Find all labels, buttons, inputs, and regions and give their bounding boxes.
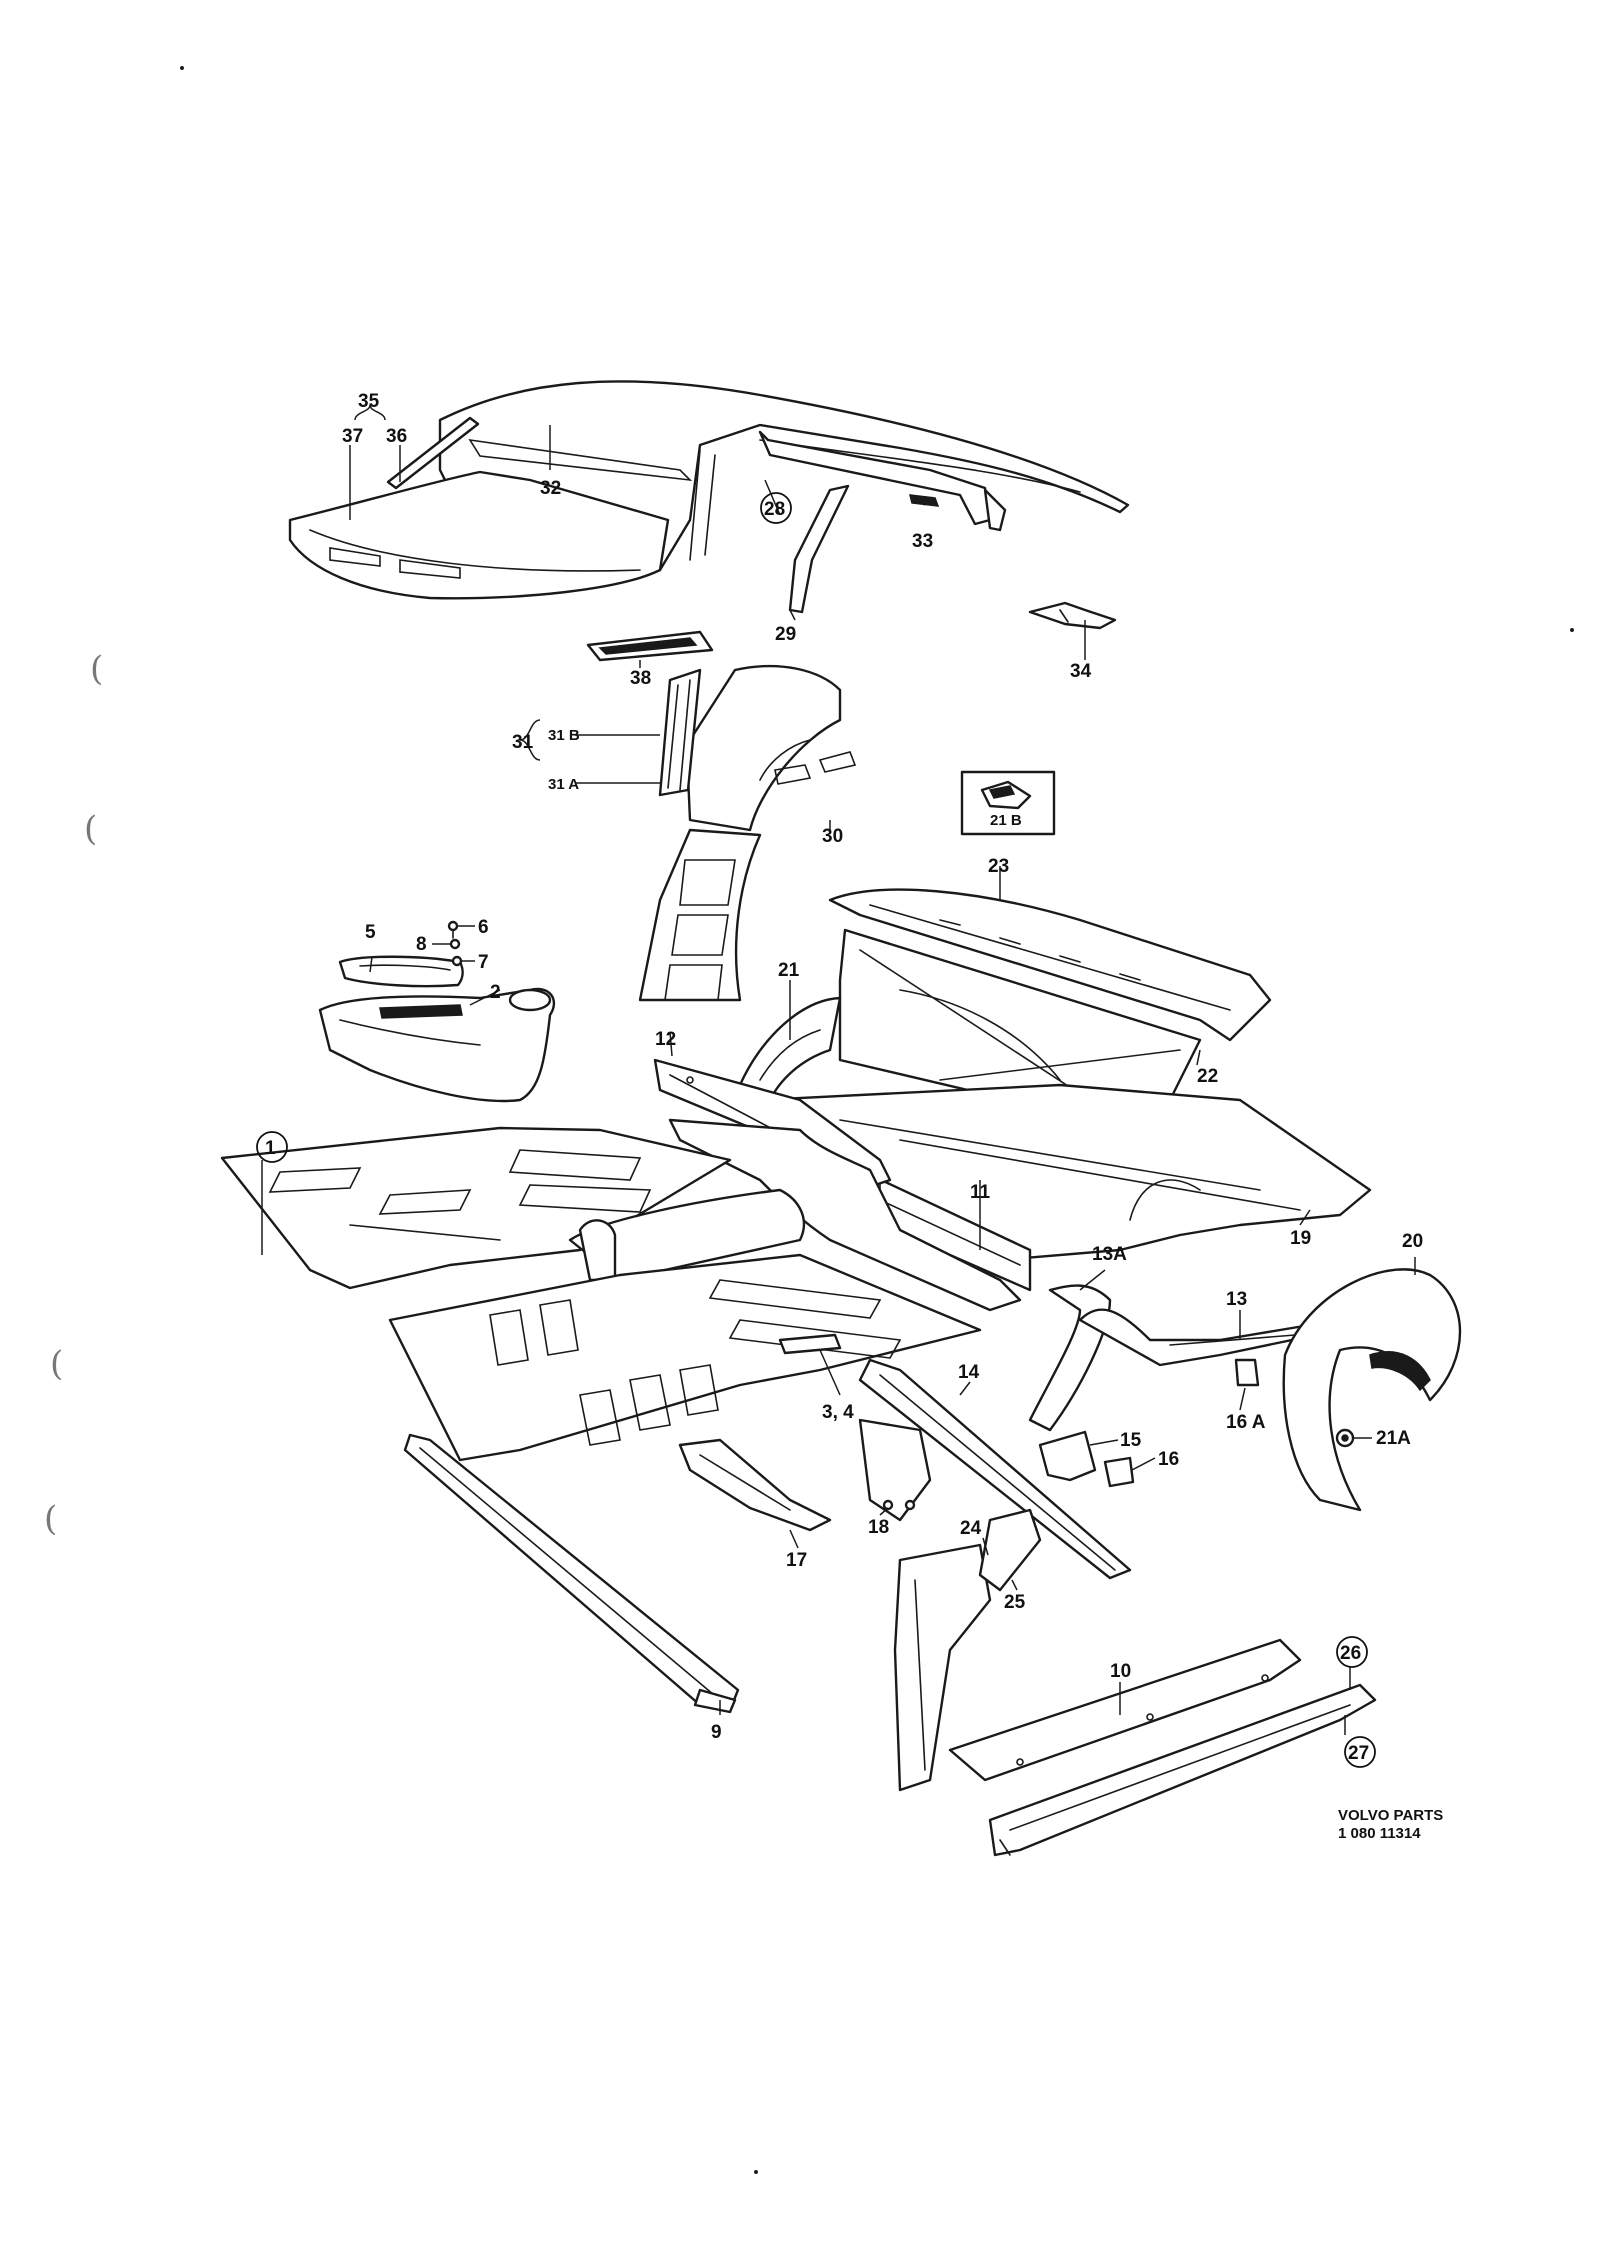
label-31: 31: [512, 732, 534, 753]
label-16: 16: [1158, 1449, 1179, 1470]
label-11: 11: [970, 1182, 991, 1203]
label-19: 19: [1290, 1228, 1311, 1249]
label-17: 17: [786, 1550, 807, 1571]
label-22: 22: [1197, 1066, 1218, 1087]
sill-10: [948, 1638, 1302, 1782]
wheel-arch-20: [1282, 1268, 1462, 1512]
bracket-15: [1038, 1430, 1097, 1482]
margin-mark-1: (: [90, 649, 103, 689]
roof-strip-36: [386, 416, 480, 490]
member-17: [678, 1438, 832, 1532]
margin-mark-2: (: [84, 809, 97, 849]
rear-shelf-23: [828, 888, 1272, 1042]
label-35: 35: [358, 391, 380, 412]
wheelhouse-21: [738, 996, 842, 1102]
scan-specks: [180, 66, 1574, 2174]
label-3-4: 3, 4: [822, 1402, 854, 1423]
label-24: 24: [960, 1518, 982, 1539]
tunnel-cover-2: [318, 987, 556, 1103]
reinforcement-38: [586, 630, 714, 662]
stamp-line-1: VOLVO PARTS: [1338, 1807, 1443, 1824]
stamp-line-2: 1 080 11314: [1338, 1825, 1421, 1842]
label-2: 2: [490, 982, 501, 1003]
margin-mark-4: (: [44, 1499, 57, 1539]
label-26: 26: [1340, 1643, 1361, 1664]
pillar-trim-31: [658, 668, 702, 797]
label-33: 33: [912, 531, 933, 552]
label-9: 9: [711, 1722, 722, 1743]
label-25: 25: [1004, 1592, 1026, 1613]
plate-5: [338, 955, 464, 988]
sill-27: [988, 1683, 1377, 1857]
label-37: 37: [342, 426, 363, 447]
label-29: 29: [775, 624, 796, 645]
label-13: 13: [1226, 1289, 1247, 1310]
label-14: 14: [958, 1362, 980, 1383]
quarter-panel-30: [638, 664, 857, 1002]
label-12: 12: [655, 1029, 676, 1050]
front-pillar-28: [758, 430, 1007, 532]
label-21: 21: [778, 960, 800, 981]
label-1: 1: [265, 1138, 276, 1159]
floor-panel-1: [220, 1126, 732, 1290]
longitudinal-member-9: [403, 1433, 740, 1714]
label-30: 30: [822, 826, 843, 847]
label-34: 34: [1070, 661, 1092, 682]
label-10: 10: [1110, 1661, 1131, 1682]
label-38: 38: [630, 668, 651, 689]
label-6: 6: [478, 917, 489, 938]
roof-panel: [288, 380, 1130, 600]
label-20: 20: [1402, 1231, 1423, 1252]
detail-box-21b: [960, 770, 1056, 836]
roof-clip-33: [909, 494, 940, 507]
member-14: [858, 1358, 1132, 1580]
bracket-34: [1028, 601, 1117, 630]
label-27: 27: [1348, 1743, 1369, 1764]
label-13a: 13A: [1092, 1244, 1127, 1265]
label-28: 28: [764, 499, 785, 520]
callouts: 1 2 3, 4 5 6 7 8 9 10 11 12 13 13A 14 15…: [256, 391, 1423, 1768]
leader-lines: [261, 404, 1416, 1735]
label-21b: 21 B: [990, 812, 1022, 829]
label-5: 5: [365, 922, 376, 943]
gusset-25: [978, 1508, 1042, 1592]
label-16a: 16 A: [1226, 1412, 1266, 1433]
label-15: 15: [1120, 1430, 1142, 1451]
member-13a: [1028, 1284, 1112, 1432]
label-18: 18: [868, 1517, 889, 1538]
margin-mark-3: (: [50, 1344, 63, 1384]
plug-16a: [1234, 1358, 1260, 1387]
label-31a: 31 A: [548, 776, 579, 793]
floor-panel-3-4: [388, 1253, 982, 1462]
label-36: 36: [386, 426, 407, 447]
fasteners-6-8: [447, 920, 463, 967]
label-23: 23: [988, 856, 1009, 877]
drip-rail-29: [788, 484, 850, 614]
volvo-parts-stamp: VOLVO PARTS 1 080 11314: [1338, 1807, 1443, 1842]
pillar-24: [893, 1543, 992, 1792]
bracket-16: [1103, 1456, 1135, 1488]
floor-tunnel-front: [568, 1188, 806, 1282]
label-7: 7: [478, 952, 489, 973]
label-8: 8: [416, 934, 427, 955]
bracket-18: [858, 1418, 932, 1522]
label-21a: 21A: [1376, 1428, 1411, 1449]
label-31b: 31 B: [548, 727, 580, 744]
label-32: 32: [540, 478, 561, 499]
clip-21a: [1335, 1428, 1355, 1448]
